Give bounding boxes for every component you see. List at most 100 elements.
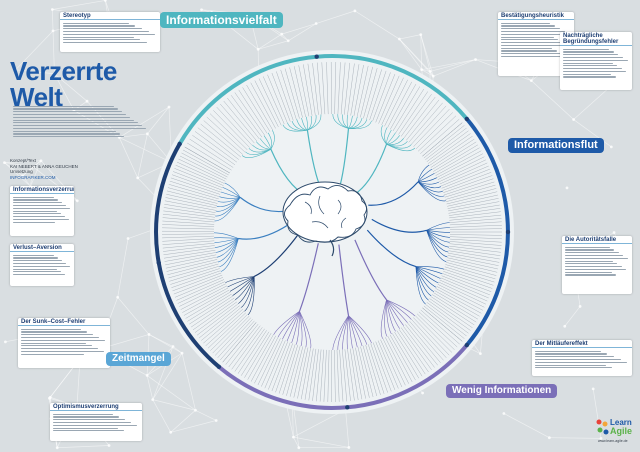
network-line [152,399,172,433]
credits-site: INFOGRAFIKER.COM [10,174,56,180]
spoke-line [284,68,300,119]
spoke-line [439,279,488,302]
spoke-line [370,343,388,393]
spoke-line [407,322,441,363]
network-node [502,412,506,415]
branch-twig [386,299,392,335]
spoke-line [392,86,421,132]
network-node [107,444,111,447]
branch-twig [220,238,239,272]
network-node [75,199,79,203]
box-informationsverzerrung-title: Informationsverzerrung [10,186,74,194]
branch-twig [232,276,255,296]
spoke-line [230,95,263,138]
branch-twig [417,164,430,182]
network-node [612,231,616,234]
branch-twig [417,181,440,185]
spoke-line [426,130,469,162]
spoke-line [403,325,435,368]
spoke-line [441,275,490,296]
network-line [195,409,217,421]
spoke-line [432,141,477,170]
spoke-line [321,62,326,115]
spoke-line [162,224,215,227]
spoke-line [389,334,416,381]
spoke-line [167,261,218,275]
network-line [399,38,422,70]
spoke-line [363,68,378,119]
spoke-line [289,67,303,118]
spoke-line [268,341,288,390]
branch-twig [270,130,275,150]
spoke-line [375,74,396,123]
network-node [529,79,533,83]
spoke-line [323,349,327,402]
spoke-line [380,339,403,388]
branch-trunk [354,143,388,195]
spoke-line [342,349,347,402]
credits-design-label: Umsetzung [10,169,33,174]
network-node [116,295,120,299]
branch-twig [426,230,447,262]
spoke-line [360,346,374,398]
spoke-line [445,264,496,280]
box-stereotyp-title: Stereotyp [60,12,160,20]
network-line [429,59,476,72]
branch-trunk [366,229,417,268]
branch-twig [216,197,241,207]
ring-node [464,342,469,348]
spoke-line [162,217,215,223]
network-node [50,8,54,11]
spoke-line [398,91,428,135]
spoke-line [444,181,495,198]
box-mitlaeufer: Der Mitläufereffekt [532,340,632,376]
network-line [152,352,183,400]
network-node [609,145,613,149]
credits-label: Konzept/Text [10,158,37,163]
spoke-line [447,198,499,209]
spoke-line [271,72,291,122]
spoke-line [203,309,243,344]
branch-twig [417,181,443,193]
spoke-line [448,248,501,256]
spoke-line [182,287,229,313]
box-stereotyp: Stereotyp [60,12,160,52]
spoke-line [429,136,473,166]
spoke-line [403,96,436,139]
spoke-line [192,299,236,331]
network-node [151,398,155,402]
spoke-line [366,69,382,120]
network-node [347,446,351,449]
spoke-line [216,106,253,146]
branch-twig [337,114,349,129]
spoke-line [183,289,230,316]
network-node [51,29,55,33]
spoke-line [312,63,319,115]
banner-informationsflut: Informationsflut [508,138,604,153]
network-line [137,133,148,178]
spoke-line [445,184,496,200]
spoke-line [250,82,276,129]
network-node [280,32,284,36]
network-line [354,10,400,40]
branch-twig [415,266,443,275]
spoke-line [411,319,447,358]
logo-url: www.learn-agile.de [598,439,628,443]
spoke-line [449,221,502,226]
spoke-line [395,88,425,133]
ring-node [345,405,350,410]
spoke-line [173,274,223,295]
branch-twig [415,266,441,279]
network-line [119,106,170,138]
spoke-line [372,72,391,122]
spoke-line [344,349,351,402]
spoke-line [449,241,502,246]
branch-twig [415,266,432,297]
spoke-line [171,174,221,193]
network-node [103,0,107,2]
branch-twig [348,315,358,348]
spoke-line [449,225,502,228]
branch-twig [299,311,307,348]
spoke-line [162,214,215,220]
spoke-line [183,149,229,176]
